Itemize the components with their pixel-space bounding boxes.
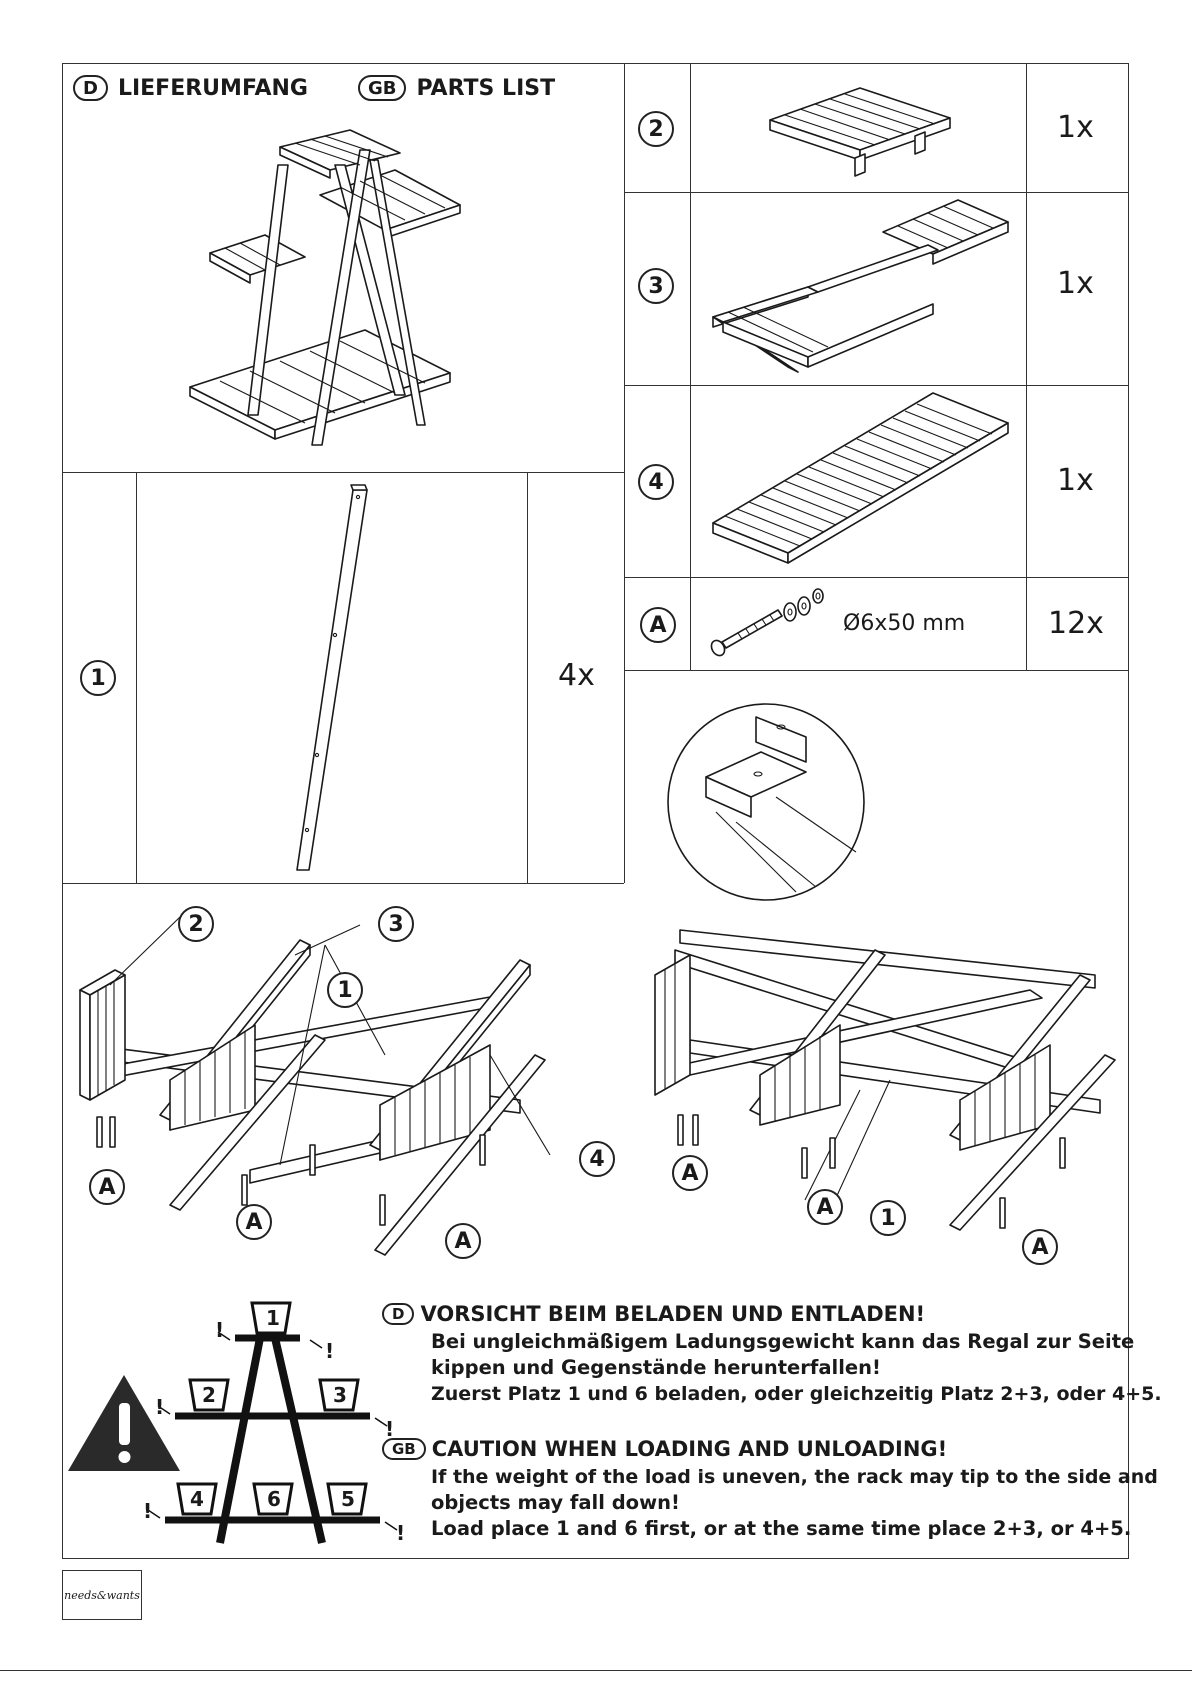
warning-title-de: D VORSICHT BEIM BELADEN UND ENTLADEN! [382,1302,925,1326]
divider [1026,63,1027,670]
warning-triangle-icon [68,1375,180,1471]
divider [624,63,625,883]
title-gb: PARTS LIST [416,75,556,101]
pot-number-3: 3 [333,1383,347,1407]
divider [62,883,624,884]
divider [136,472,137,883]
parts-list-heading: D LIEFERUMFANG GB PARTS LIST [73,75,555,101]
warning-heading-gb: CAUTION WHEN LOADING AND UNLOADING! [431,1437,948,1461]
tip-marker: ! [143,1499,153,1523]
part-qty-1: 4x [558,658,595,693]
tip-marker: ! [396,1521,406,1545]
lang-badge-gb: GB [382,1438,426,1460]
divider [624,192,1129,193]
detail-magnifier-icon [667,703,865,901]
assembly-label-A: A [445,1223,481,1259]
part-label-3: 3 [638,268,674,304]
tip-marker: ! [385,1417,395,1441]
part-label-1: 1 [80,660,116,696]
divider [690,63,691,670]
instruction-frame [62,63,1129,1559]
warning-title-gb: GB CAUTION WHEN LOADING AND UNLOADING! [382,1437,947,1461]
assembly-label-1: 1 [870,1200,906,1236]
pot-number-5: 5 [341,1487,355,1511]
warning-text-gb: If the weight of the load is uneven, the… [431,1464,1158,1542]
bolt-spec: Ø6x50 mm [843,611,966,636]
lang-badge-de: D [382,1303,415,1325]
warning-line: objects may fall down! [431,1491,680,1514]
brand-logo: needs&wants [62,1570,142,1620]
assembly-label-4: 4 [579,1141,615,1177]
warning-line: Load place 1 and 6 first, or at the same… [431,1517,1132,1540]
divider [527,472,528,883]
small-shelf-icon [769,87,951,177]
warning-line: Zuerst Platz 1 und 6 beladen, oder gleic… [431,1383,1162,1405]
part-label-A: A [640,607,676,643]
assembled-rack-icon [189,129,461,446]
tip-marker: ! [215,1318,225,1342]
assembly-label-A: A [236,1204,272,1240]
page-bottom-edge [0,1670,1192,1686]
assembly-step-left-icon [79,916,551,1256]
warning-line: kippen und Gegenstände herunterfallen! [431,1356,881,1379]
part-qty-4: 1x [1057,463,1094,498]
lang-badge-de: D [73,75,108,101]
assembly-label-3: 3 [378,906,414,942]
warning-line: If the weight of the load is uneven, the… [431,1466,1158,1488]
part-qty-3: 1x [1057,266,1094,301]
tip-marker: ! [325,1339,335,1363]
divider [624,670,1129,671]
pot-number-6: 6 [267,1487,281,1511]
divider [62,472,624,473]
long-shelf-icon [712,392,1009,564]
pot-number-1: 1 [266,1306,280,1330]
assembly-label-A: A [89,1169,125,1205]
assembly-step-right-icon [654,929,1116,1231]
loading-diagram-icon [147,1301,398,1544]
bolt-washer-icon [710,588,824,657]
assembly-label-2: 2 [178,906,214,942]
title-de: LIEFERUMFANG [117,75,308,101]
frame-shelf-icon [712,199,1009,373]
assembly-label-A: A [1022,1229,1058,1265]
warning-line: Bei ungleichmäßigem Ladungsgewicht kann … [431,1330,1135,1353]
part-label-4: 4 [638,464,674,500]
warning-text-de: Bei ungleichmäßigem Ladungsgewicht kann … [431,1329,1162,1407]
assembly-label-1: 1 [327,972,363,1008]
pot-number-4: 4 [190,1487,204,1511]
part-label-2: 2 [638,111,674,147]
warning-heading-de: VORSICHT BEIM BELADEN UND ENTLADEN! [420,1302,926,1326]
divider [624,577,1129,578]
lang-badge-gb: GB [357,75,407,101]
divider [624,385,1129,386]
leg-beam-icon [296,484,368,871]
assembly-label-A: A [672,1155,708,1191]
pot-number-2: 2 [202,1383,216,1407]
part-qty-A: 12x [1048,606,1104,641]
part-qty-2: 1x [1057,110,1094,145]
tip-marker: ! [155,1395,165,1419]
assembly-label-A: A [807,1189,843,1225]
